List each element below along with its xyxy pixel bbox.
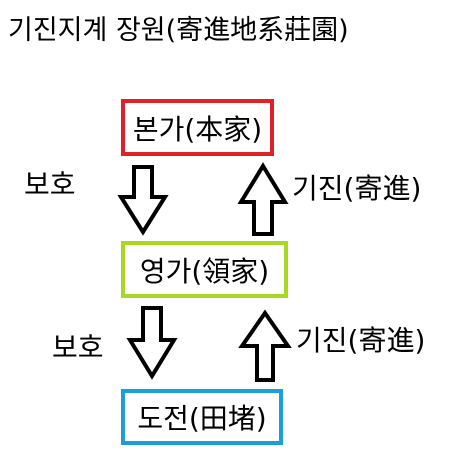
diagram-title: 기진지계 장원(寄進地系莊園): [8, 15, 349, 46]
node-middle-patron-house: 영가(領家): [121, 241, 288, 298]
node-top-label: 본가(本家): [132, 112, 263, 146]
arrow-up-middle-to-top: [237, 162, 289, 236]
arrow-up-bottom-to-middle: [238, 309, 292, 382]
node-bottom-label: 도전(田堵): [137, 402, 267, 435]
edge-label-commendation-top: 기진(寄進): [292, 172, 422, 205]
node-top-main-house: 본가(本家): [121, 99, 274, 156]
edge-label-protection-top: 보호: [24, 168, 76, 201]
edge-label-commendation-bottom: 기진(寄進): [296, 324, 426, 357]
arrow-down-top-to-middle: [117, 165, 169, 236]
node-middle-label: 영가(領家): [139, 254, 270, 288]
edge-label-protection-bottom: 보호: [52, 331, 104, 364]
arrow-down-middle-to-bottom: [126, 306, 178, 380]
node-bottom-cultivator: 도전(田堵): [121, 389, 283, 445]
